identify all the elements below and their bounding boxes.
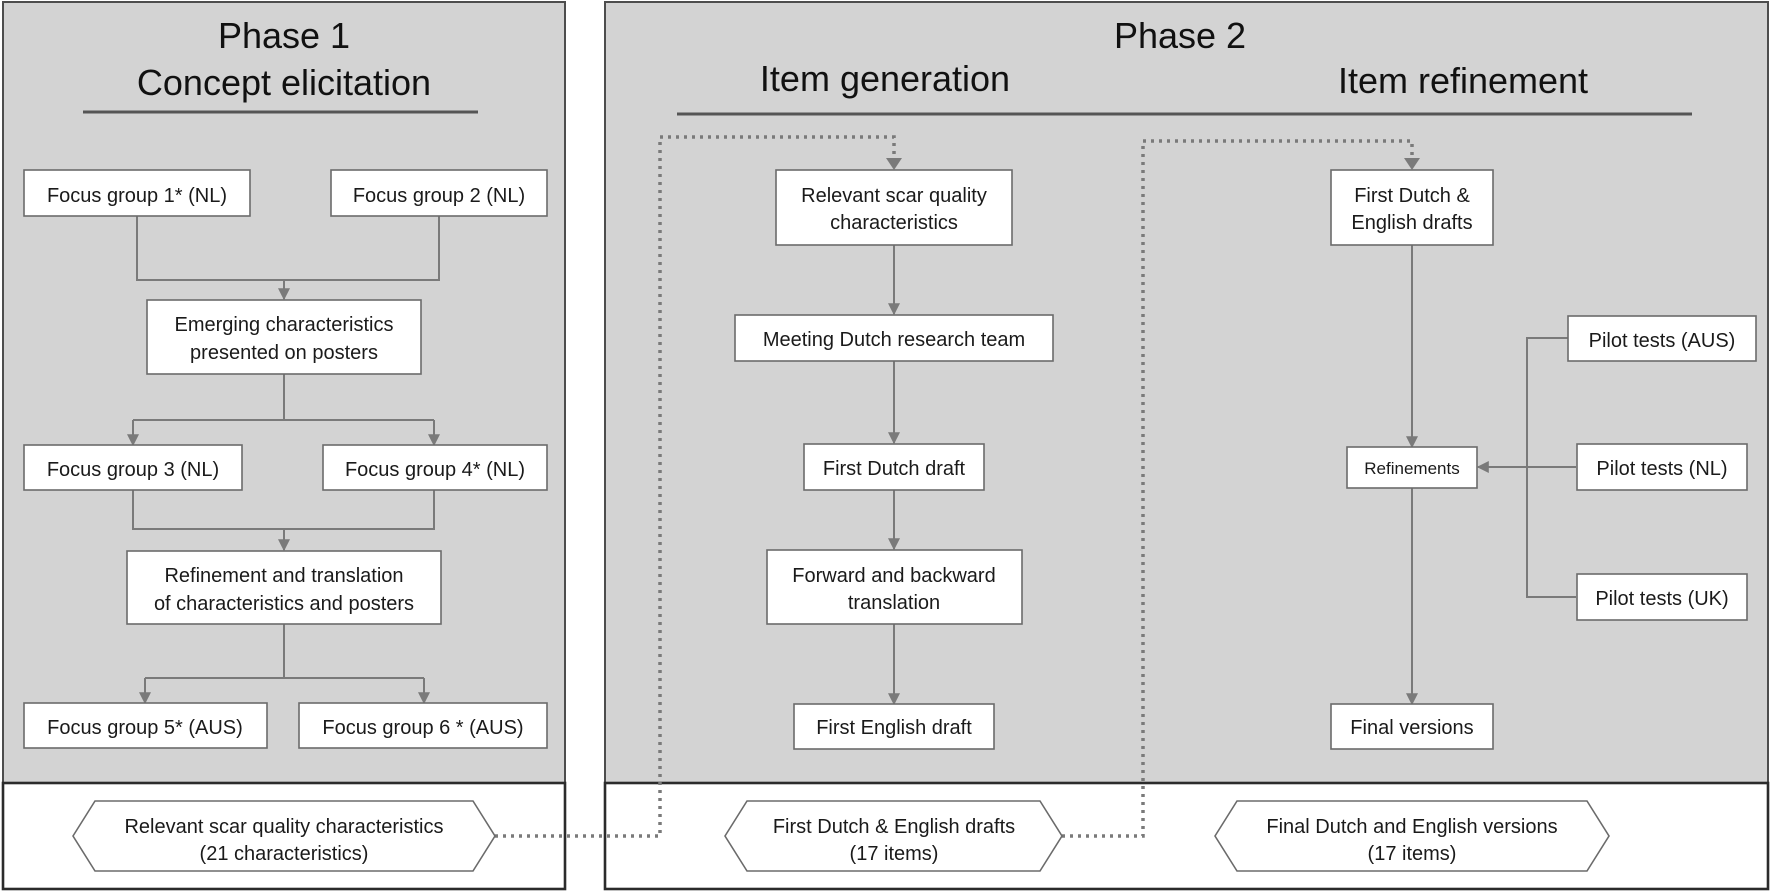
refinement-output-line2: (17 items)	[1368, 843, 1457, 865]
focus-group-5-label: Focus group 5* (AUS)	[47, 717, 243, 739]
pilot-tests-aus-label: Pilot tests (AUS)	[1589, 330, 1736, 352]
refinement-connectors	[1406, 245, 1576, 706]
relevant-characteristics-line1: Relevant scar quality	[801, 185, 987, 207]
focus-group-1-label: Focus group 1* (NL)	[47, 185, 227, 207]
phase1-connectors	[127, 216, 440, 705]
final-versions-label: Final versions	[1350, 717, 1473, 739]
first-drafts-line2: English drafts	[1351, 212, 1472, 234]
pilot-tests-uk-label: Pilot tests (UK)	[1595, 588, 1728, 610]
item-refinement-title: Item refinement	[1338, 60, 1588, 101]
pilot-tests-uk-box: Pilot tests (UK)	[1576, 573, 1748, 621]
generation-output-line1: First Dutch & English drafts	[773, 816, 1015, 838]
focus-group-3-label: Focus group 3 (NL)	[47, 459, 219, 481]
first-english-draft-box: First English draft	[793, 703, 995, 750]
pilot-tests-nl-label: Pilot tests (NL)	[1596, 458, 1727, 480]
focus-group-5-box: Focus group 5* (AUS)	[23, 702, 268, 749]
focus-group-2-label: Focus group 2 (NL)	[353, 185, 525, 207]
meeting-dutch-team-box: Meeting Dutch research team	[734, 314, 1054, 362]
refinements-box: Refinements	[1346, 446, 1478, 489]
final-versions-box: Final versions	[1330, 703, 1494, 750]
focus-group-6-box: Focus group 6 * (AUS)	[298, 702, 548, 749]
forward-backward-translation-box: Forward and backward translation	[766, 549, 1023, 625]
first-drafts-box: First Dutch & English drafts	[1330, 169, 1494, 246]
first-english-draft-label: First English draft	[816, 717, 972, 739]
refinements-label: Refinements	[1364, 459, 1459, 478]
first-drafts-line1: First Dutch &	[1354, 185, 1470, 207]
refinement-translation-box: Refinement and translation of characteri…	[126, 550, 442, 625]
phase1-subtitle: Concept elicitation	[137, 62, 431, 103]
phase1-output-hexagon: Relevant scar quality characteristics (2…	[72, 800, 496, 872]
first-dutch-draft-label: First Dutch draft	[823, 458, 966, 480]
refinement-translation-line1: Refinement and translation	[164, 565, 403, 587]
pilot-tests-nl-box: Pilot tests (NL)	[1576, 443, 1748, 491]
phase1-output-line2: (21 characteristics)	[200, 843, 369, 865]
generation-output-line2: (17 items)	[850, 843, 939, 865]
dotted-flow-lines	[495, 135, 1420, 838]
relevant-characteristics-box: Relevant scar quality characteristics	[775, 169, 1013, 246]
focus-group-1-box: Focus group 1* (NL)	[23, 169, 251, 217]
refinement-output-line1: Final Dutch and English versions	[1266, 816, 1557, 838]
focus-group-6-label: Focus group 6 * (AUS)	[322, 717, 523, 739]
relevant-characteristics-line2: characteristics	[830, 212, 958, 234]
refinement-translation-line2: of characteristics and posters	[154, 593, 414, 615]
refinement-output-hexagon: Final Dutch and English versions (17 ite…	[1214, 800, 1610, 872]
meeting-dutch-team-label: Meeting Dutch research team	[763, 329, 1025, 351]
phase2-title: Phase 2	[1114, 15, 1246, 56]
phase1-output-line1: Relevant scar quality characteristics	[124, 816, 443, 838]
emerging-characteristics-line1: Emerging characteristics	[175, 314, 394, 336]
phase1-title: Phase 1	[218, 15, 350, 56]
item-generation-title: Item generation	[760, 58, 1010, 99]
emerging-characteristics-box: Emerging characteristics presented on po…	[146, 299, 422, 375]
emerging-characteristics-line2: presented on posters	[190, 342, 378, 364]
first-dutch-draft-box: First Dutch draft	[803, 443, 985, 491]
forward-backward-translation-line1: Forward and backward	[792, 565, 995, 587]
focus-group-3-box: Focus group 3 (NL)	[23, 444, 243, 491]
focus-group-2-box: Focus group 2 (NL)	[330, 169, 548, 217]
pilot-tests-aus-box: Pilot tests (AUS)	[1567, 315, 1757, 362]
focus-group-4-label: Focus group 4* (NL)	[345, 459, 525, 481]
focus-group-4-box: Focus group 4* (NL)	[322, 444, 548, 491]
phase2-panel	[604, 1, 1769, 785]
generation-output-hexagon: First Dutch & English drafts (17 items)	[724, 800, 1063, 872]
forward-backward-translation-line2: translation	[848, 592, 940, 614]
